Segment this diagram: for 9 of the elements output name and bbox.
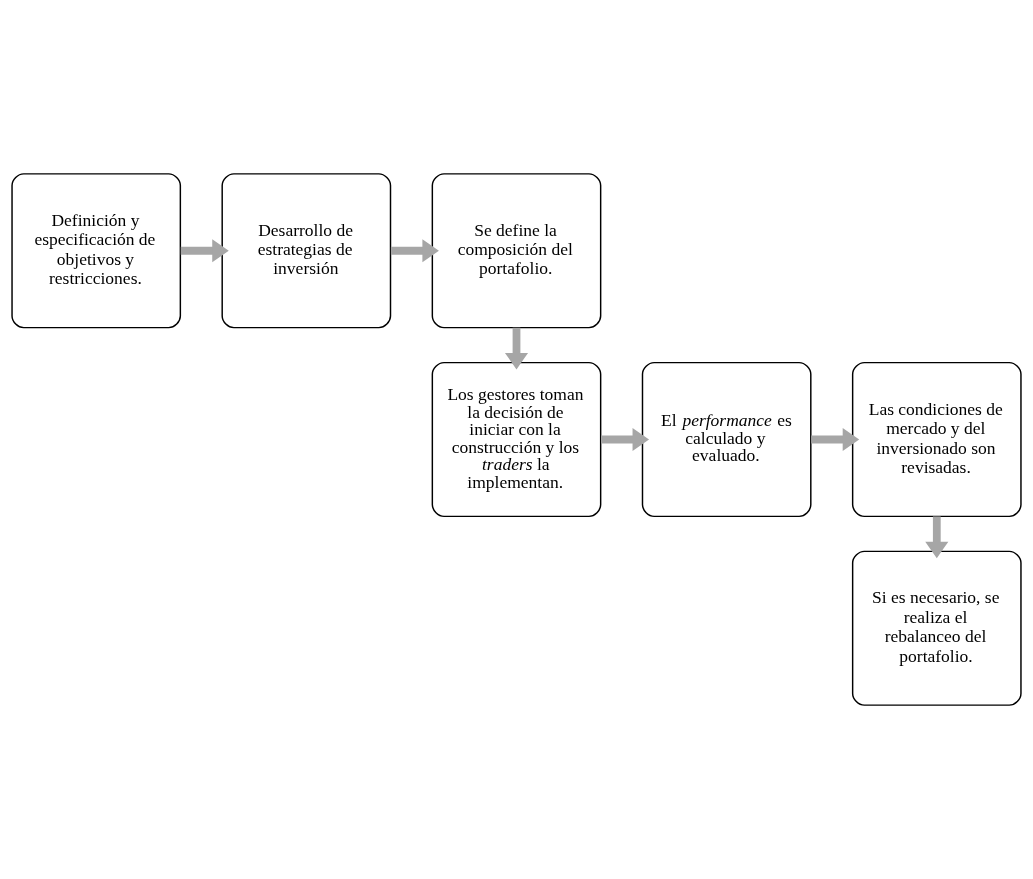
node-box: Definición y especificación de objetivos y restricciones. [11, 173, 182, 329]
node-box: Las condiciones de mercado y del inversionado son revisadas. [851, 361, 1022, 518]
node-box: Los gestores toman la decisión de iniciar con la construcción y los traders la implementan. [431, 361, 602, 518]
node-box: Se define la composición del portafolio. [431, 173, 602, 329]
node-box: El performance es calculado y evaluado. [641, 361, 812, 518]
node-box: Si es necesario, se realiza el rebalanceo del portafolio. [851, 550, 1022, 706]
arrow [601, 427, 650, 452]
arrow [390, 239, 439, 263]
node-box: Desarrollo de estrategias de inversión [221, 173, 392, 329]
